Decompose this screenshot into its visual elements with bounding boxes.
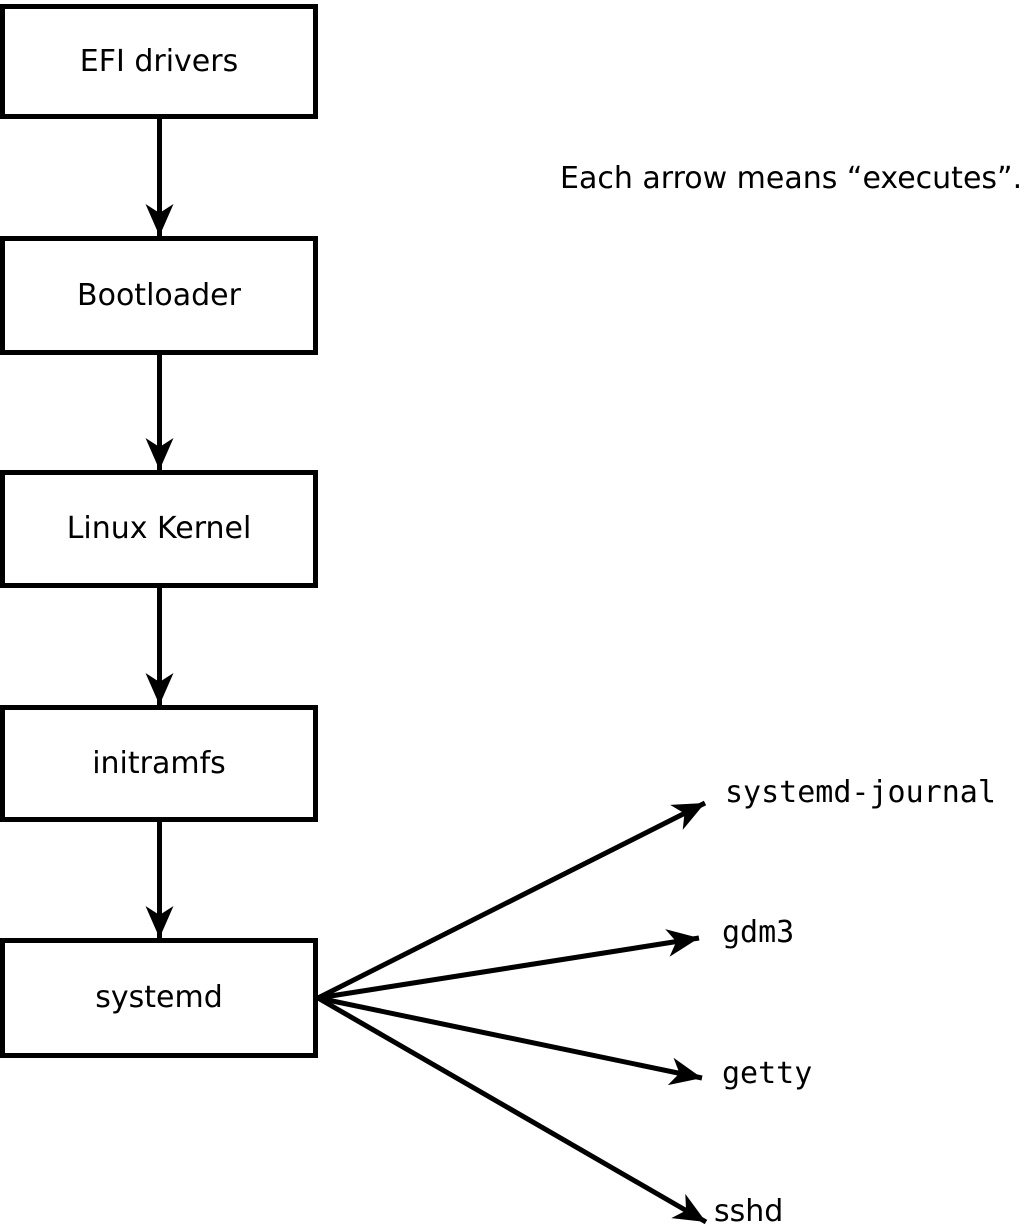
- legend-note: Each arrow means “executes”.: [560, 161, 1023, 196]
- node-bootloader-label: Bootloader: [77, 277, 241, 313]
- arrow-systemd-to-getty: [317, 995, 703, 1086]
- node-efi-drivers: EFI drivers: [0, 4, 318, 119]
- arrow-systemd-to-sshd: [316, 995, 708, 1225]
- arrow-systemd-to-systemd-journal: [316, 800, 707, 1001]
- node-systemd: systemd: [0, 938, 318, 1058]
- service-label-gdm3: gdm3: [722, 915, 795, 950]
- node-linux-kernel: Linux Kernel: [0, 470, 318, 588]
- service-label-systemd-journal: systemd-journal: [725, 775, 996, 810]
- service-label-sshd: sshd: [714, 1194, 784, 1229]
- arrow-systemd-to-gdm3: [317, 929, 700, 1001]
- node-systemd-label: systemd: [95, 980, 223, 1015]
- node-linux-kernel-label: Linux Kernel: [66, 511, 252, 546]
- node-efi-drivers-label: EFI drivers: [79, 43, 239, 79]
- node-initramfs-label: initramfs: [92, 745, 226, 781]
- service-label-getty: getty: [722, 1056, 813, 1091]
- node-bootloader: Bootloader: [0, 236, 318, 355]
- node-initramfs: initramfs: [0, 705, 318, 822]
